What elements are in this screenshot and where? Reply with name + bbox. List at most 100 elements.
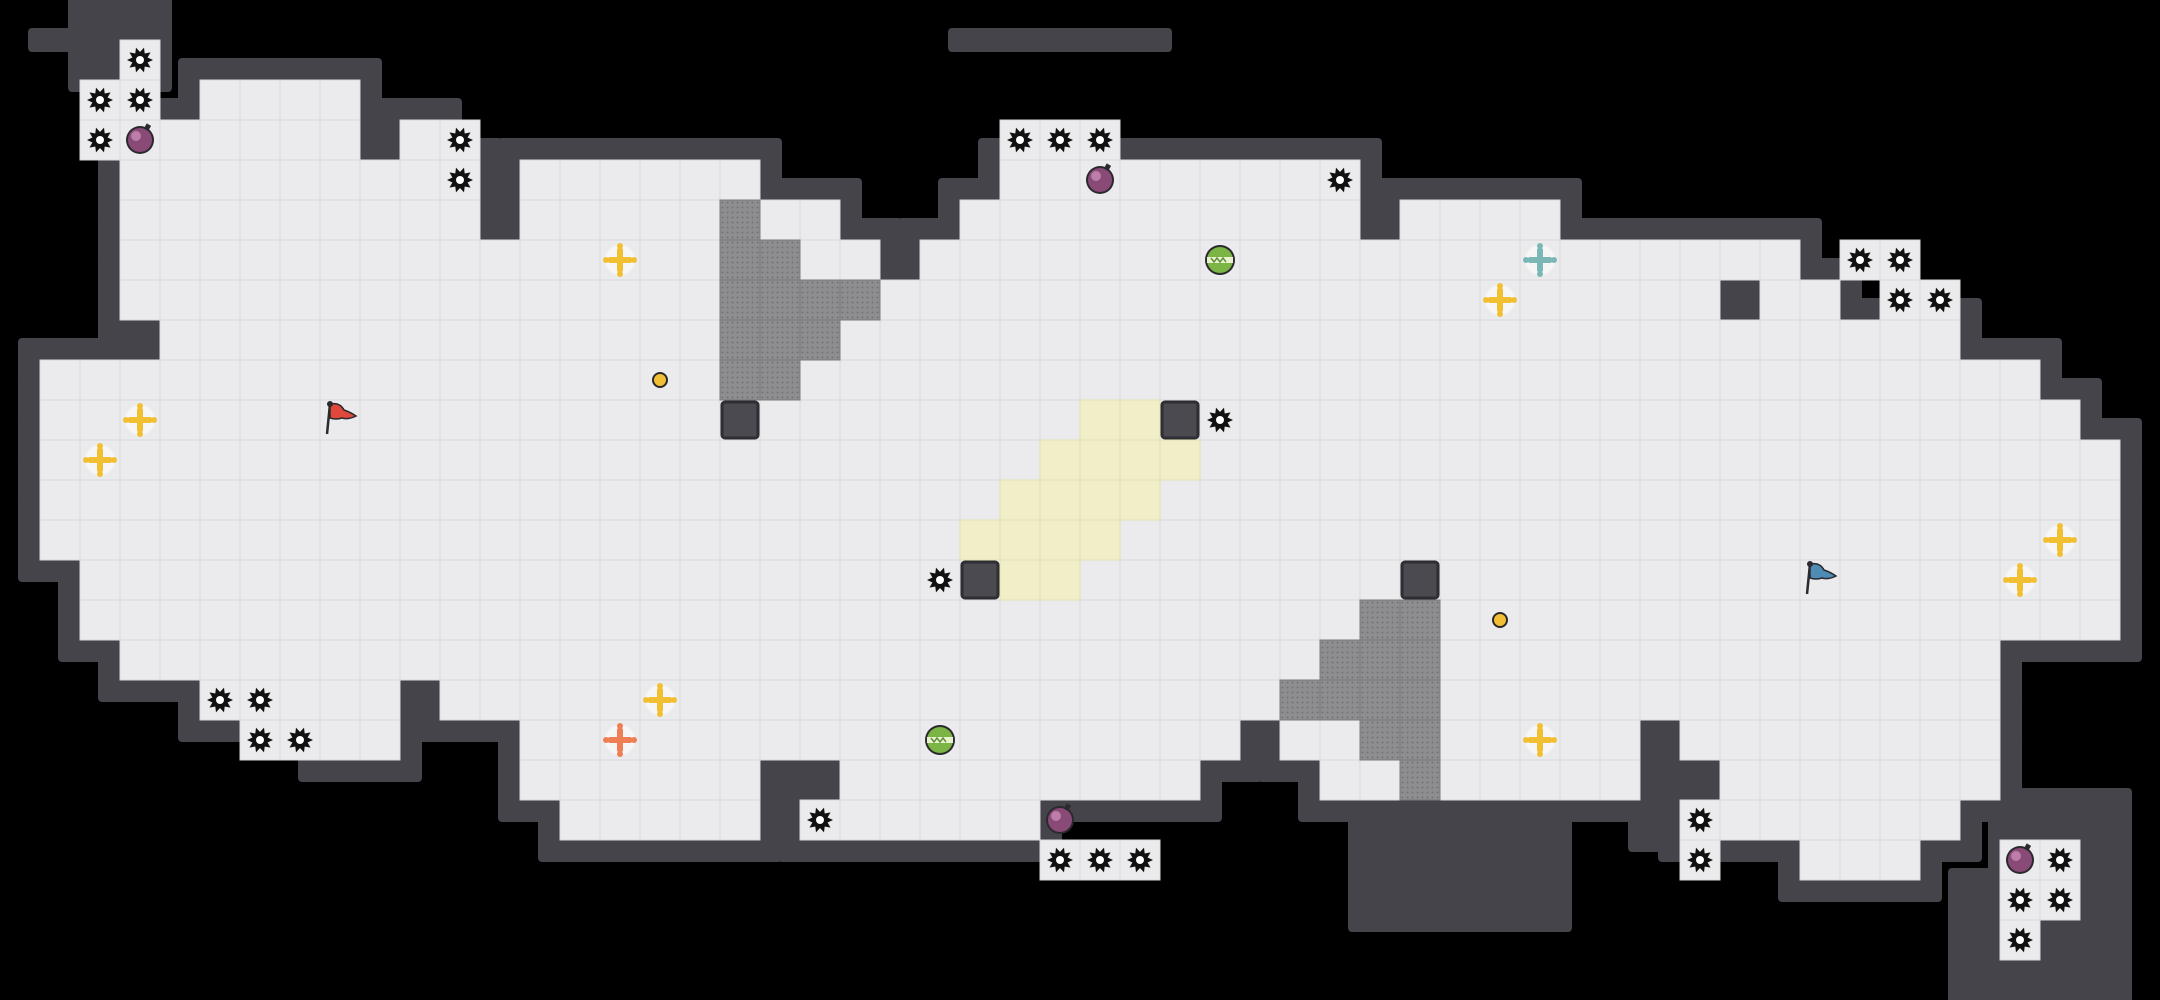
floor-tile: [1639, 599, 1681, 641]
floor-tile: [679, 279, 721, 321]
boost-icon[interactable]: [2043, 523, 2077, 557]
rough-tile: [799, 279, 841, 321]
floor-tile: [1999, 479, 2041, 521]
bomb-icon[interactable]: [1046, 803, 1074, 834]
floor-tile: [439, 599, 481, 641]
powerup-icon[interactable]: [1205, 245, 1235, 275]
floor-tile: [1679, 679, 1721, 721]
wall-block: [720, 400, 760, 440]
floor-tile: [1599, 479, 1641, 521]
boost-icon[interactable]: [643, 683, 677, 717]
bomb-icon[interactable]: [1086, 163, 1114, 194]
floor-tile: [1679, 599, 1721, 641]
floor-tile: [1519, 199, 1561, 241]
floor-tile: [1879, 439, 1921, 481]
floor-tile: [1839, 439, 1881, 481]
floor-tile: [1439, 359, 1481, 401]
floor-tile: [1799, 639, 1841, 681]
floor-tile: [479, 559, 521, 601]
floor-tile: [559, 759, 601, 801]
floor-tile: [1279, 719, 1321, 761]
boost-icon[interactable]: [1483, 283, 1517, 317]
floor-tile: [1959, 599, 2001, 641]
floor-tile: [1039, 359, 1081, 401]
objects-layer[interactable]: [83, 47, 2077, 953]
sand-tile: [959, 519, 1001, 561]
floor-tile: [39, 399, 81, 441]
floor-tile: [759, 399, 801, 441]
red-flag-icon[interactable]: [325, 401, 358, 435]
floor-tile: [679, 799, 721, 841]
floor-tile: [1839, 839, 1881, 881]
floor-tile: [1679, 239, 1721, 281]
boost-icon[interactable]: [1523, 723, 1557, 757]
bomb-icon[interactable]: [2006, 843, 2034, 874]
floor-tile: [199, 599, 241, 641]
floor-tile: [1719, 519, 1761, 561]
blue-boost-icon[interactable]: [1523, 243, 1557, 277]
floor-tile: [1959, 559, 2001, 601]
red-boost-icon[interactable]: [603, 723, 637, 757]
floor-tile: [1199, 439, 1241, 481]
floor-tile: [1439, 399, 1481, 441]
floor-tile: [1319, 279, 1361, 321]
floor-tile: [799, 719, 841, 761]
floor-tile: [1319, 759, 1361, 801]
floor-tile: [1839, 679, 1881, 721]
floor-tile: [1599, 319, 1641, 361]
floor-tile: [1439, 559, 1481, 601]
portal-dot-icon[interactable]: [652, 372, 668, 388]
floor-tile: [279, 239, 321, 281]
floor-tile: [359, 599, 401, 641]
rough-tile: [1399, 639, 1441, 681]
spike-icon: [2047, 847, 2073, 873]
rough-tile: [1279, 679, 1321, 721]
floor-tile: [519, 359, 561, 401]
floor-tile: [1399, 359, 1441, 401]
floor-tile: [959, 199, 1001, 241]
boost-icon[interactable]: [83, 443, 117, 477]
floor-tile: [639, 279, 681, 321]
floor-tile: [199, 639, 241, 681]
floor-tile: [1639, 439, 1681, 481]
floor-tile: [1119, 359, 1161, 401]
floor-tile: [1719, 639, 1761, 681]
floor-tile: [1359, 559, 1401, 601]
floor-tile: [639, 239, 681, 281]
floor-tile: [39, 479, 81, 521]
floor-tile: [839, 639, 881, 681]
spike-icon: [1887, 247, 1913, 273]
floor-tile: [639, 639, 681, 681]
floor-tile: [799, 559, 841, 601]
spike-icon: [1887, 287, 1913, 313]
rough-tile: [719, 199, 761, 241]
boost-icon[interactable]: [123, 403, 157, 437]
spike-icon: [127, 47, 153, 73]
rough-tile: [1359, 719, 1401, 761]
floor-tile: [519, 319, 561, 361]
spike-icon: [1087, 847, 1113, 873]
boost-icon[interactable]: [603, 243, 637, 277]
floor-tile: [919, 279, 961, 321]
powerup-icon[interactable]: [925, 725, 955, 755]
floor-tile: [879, 479, 921, 521]
bomb-icon[interactable]: [126, 123, 154, 154]
floor-tile: [1679, 559, 1721, 601]
floor-tile: [1319, 319, 1361, 361]
blue-flag-icon[interactable]: [1805, 561, 1838, 595]
floor-tile: [759, 599, 801, 641]
floor-tile: [2079, 599, 2121, 641]
floor-tile: [1919, 439, 1961, 481]
floor-tile: [1679, 399, 1721, 441]
floor-tile: [879, 559, 921, 601]
floor-tile: [1919, 479, 1961, 521]
floor-tile: [1439, 319, 1481, 361]
floor-tile: [839, 599, 881, 641]
rough-tile: [719, 359, 761, 401]
boost-icon[interactable]: [2003, 563, 2037, 597]
floor-tile: [1439, 759, 1481, 801]
floor-tile: [639, 559, 681, 601]
portal-dot-icon[interactable]: [1492, 612, 1508, 628]
floor-tile: [799, 199, 841, 241]
